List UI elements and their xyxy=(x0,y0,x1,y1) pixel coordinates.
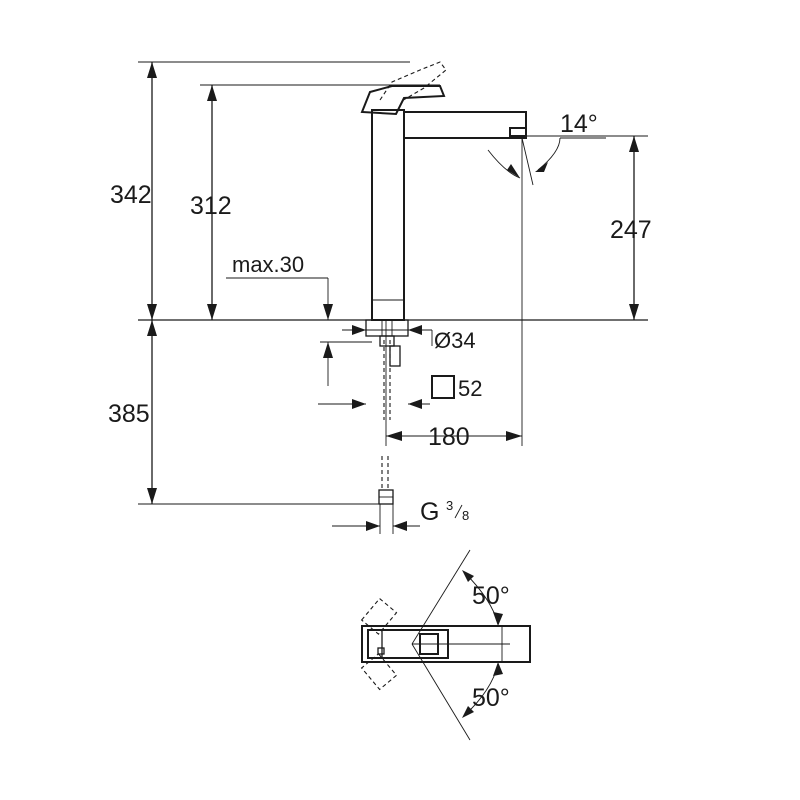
dim-hole-diameter-label: Ø34 xyxy=(434,328,476,353)
dim-total-height: 342 xyxy=(110,61,410,320)
lever-handle xyxy=(360,85,446,116)
dim-base-square: 52 xyxy=(318,375,482,409)
dim-lever-angle-bottom-label: 50° xyxy=(472,684,510,712)
dim-thread-numerator: 3 xyxy=(446,498,453,513)
dim-hose-length: 385 xyxy=(108,320,380,505)
dim-thread: G 3 8 xyxy=(332,498,469,534)
dim-spout-height: 247 xyxy=(526,135,652,320)
top-view: 50° 50° xyxy=(360,549,531,741)
dim-spout-angle-label: 14° xyxy=(560,110,598,138)
dim-max-thickness: max.30 xyxy=(226,252,372,386)
square-symbol-icon xyxy=(431,375,455,399)
dim-thread-prefix: G xyxy=(420,498,439,526)
faucet-body xyxy=(360,61,527,321)
dim-max-thickness-label: max.30 xyxy=(232,252,304,277)
dim-lever-angle-top-label: 50° xyxy=(472,582,510,610)
lever-handle-raised-outline xyxy=(379,61,447,103)
dim-total-height-label: 342 xyxy=(110,181,152,209)
dim-projection-label: 180 xyxy=(428,423,470,451)
dim-spout-height-label: 247 xyxy=(610,216,652,244)
dim-hose-length-label: 385 xyxy=(108,400,150,428)
dim-lever-height-label: 312 xyxy=(190,192,232,220)
dim-base-square-label: 52 xyxy=(458,376,482,401)
dim-hole-diameter: Ø34 xyxy=(342,325,476,353)
dim-lever-height: 312 xyxy=(190,84,440,320)
dim-spout-angle: 14° xyxy=(487,110,606,190)
dim-projection: 180 xyxy=(385,190,523,451)
mounting-shank xyxy=(365,319,409,505)
dim-thread-denominator: 8 xyxy=(462,508,469,523)
